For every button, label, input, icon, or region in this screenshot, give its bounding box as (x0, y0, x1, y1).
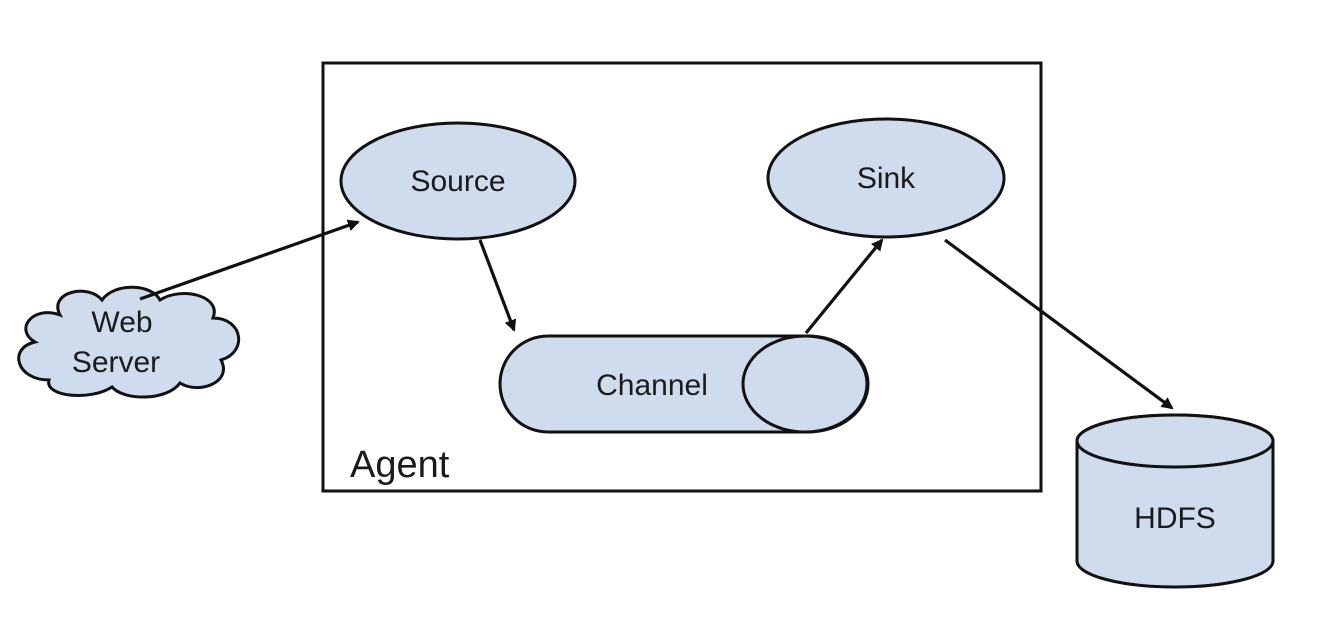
web-server-label-line1: Web (91, 306, 152, 339)
edge-channel-to-sink (804, 238, 884, 335)
agent-box: Agent (321, 61, 1043, 493)
web-server-label-line2: Server (72, 346, 160, 379)
edge-sink-to-hdfs (944, 238, 1174, 410)
sink-node: Sink (766, 117, 1006, 239)
channel-label: Channel (596, 369, 708, 402)
web-server-node: Web Server (17, 285, 240, 399)
hdfs-label: HDFS (1134, 502, 1216, 535)
sink-label: Sink (857, 162, 916, 195)
source-node: Source (339, 121, 577, 241)
agent-label: Agent (350, 444, 450, 486)
edge-source-to-channel (478, 239, 517, 332)
hdfs-node: HDFS (1075, 413, 1275, 589)
edge-webserver-to-source (139, 219, 360, 301)
source-label: Source (410, 165, 505, 198)
channel-node: Channel (498, 334, 870, 434)
